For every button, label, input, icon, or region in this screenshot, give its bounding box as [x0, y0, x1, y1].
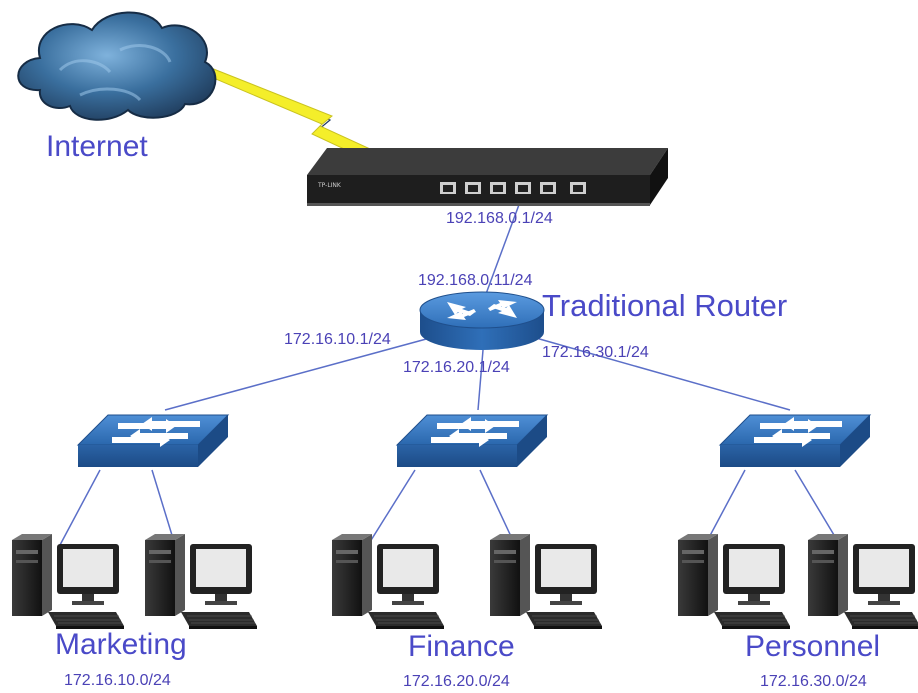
router-interface-marketing: 172.16.10.1/24 [284, 331, 391, 348]
router-icon [419, 291, 545, 350]
department-finance: Finance [408, 630, 515, 663]
link-finance [477, 349, 484, 411]
pc-icon [677, 533, 791, 630]
pc-icon [489, 533, 603, 630]
tplink-router-icon: TP-LINK [307, 148, 668, 206]
switch-personnel-icon [719, 414, 871, 468]
router-interface-finance: 172.16.20.1/24 [403, 359, 510, 376]
cloud-icon [17, 11, 217, 121]
link-lines [59, 201, 841, 546]
switch-marketing-icon [77, 414, 229, 468]
uplink-line [482, 201, 521, 303]
pc-icon [11, 533, 125, 630]
router-interface-personnel: 172.16.30.1/24 [542, 344, 649, 361]
link-marketing [164, 337, 431, 411]
pc-icon [807, 533, 918, 630]
department-marketing: Marketing [55, 628, 187, 661]
pc-icon [331, 533, 445, 630]
router-name: Traditional Router [542, 288, 788, 323]
pc-icon [144, 533, 258, 630]
subnet-marketing: 172.16.10.0/24 [64, 672, 171, 689]
internet-label: Internet [46, 130, 148, 163]
switch-finance-icon [396, 414, 548, 468]
subnet-personnel: 172.16.30.0/24 [760, 673, 867, 690]
router-wan-ip: 192.168.0.11/24 [418, 272, 533, 289]
svg-text:TP-LINK: TP-LINK [317, 182, 342, 189]
subnet-finance: 172.16.20.0/24 [403, 673, 510, 690]
gateway-lan-ip: 192.168.0.1/24 [446, 210, 553, 227]
link-personnel [535, 337, 791, 411]
department-personnel: Personnel [745, 630, 881, 663]
